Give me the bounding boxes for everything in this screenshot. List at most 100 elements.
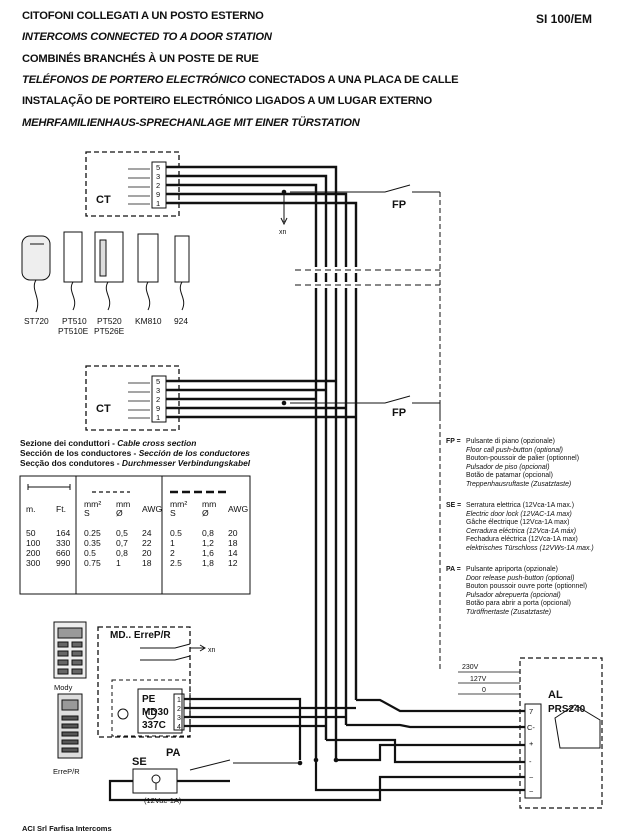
cable-heading-fr: Sección de los conductores - [20,448,139,458]
cable-heading-pt: Secção dos condutores - [20,458,122,468]
cable-heading-es: Sección de los conductores [138,448,250,458]
legend-pa-en: Door release push-button (optional) [466,574,575,582]
terminal-bottom-9: 9 [156,404,160,413]
ct-label-top: CT [96,194,111,206]
cable-table-border [19,475,251,595]
header-ft: Ft. [56,504,67,514]
cable-table-header: m. Ft. mm² S mm Ø AWG mm² S mm Ø AWG [24,500,254,518]
fp-label-top: FP [392,199,406,211]
title-es-italic: TELÉFONOS DE PORTERO ELECTRÓNICO [22,74,246,86]
pe-terminal-3: 3 [177,715,181,722]
header-m: m. [26,504,36,514]
al-voltage-127: 127V [470,676,487,683]
header-s2: mm² S [170,499,188,518]
phone-924-icon [174,235,190,311]
al-model: PRS240 [548,704,586,715]
terminal-bottom-3: 3 [156,386,160,395]
phone-label-pt520: PT520 [97,316,122,326]
phone-label-pt510e: PT510E [58,326,89,336]
title-es-plain: CONECTADOS A UNA PLACA DE CALLE [248,74,459,86]
power-supply-box [519,657,603,809]
cell: 24 [142,528,152,538]
cell: 50 [26,528,36,538]
al-terminal-c: C- [527,723,535,732]
cell: 20 [228,528,238,538]
legend-fp-en: Floor call push-button (optional) [466,446,563,454]
mody-panel-icon [53,621,87,679]
legend-fp: FP = Pulsante di piano (opzionale) Floor … [446,438,579,490]
cell: 2 [170,548,175,558]
phone-pt520-icon [94,231,124,311]
terminal-bottom-1: 1 [156,413,160,422]
cell: 200 [26,548,41,558]
legend-pa-key: PA = [446,566,461,573]
legend-se-it: Serratura elettrica (12Vca-1A max.) [466,502,574,509]
legend-se-fr: Gâche électrique (12Vca-1A max) [466,519,570,527]
cell: 22 [142,538,152,548]
se-spec: (12Vac-1A) [144,796,182,805]
pa-label: PA [166,747,181,759]
phone-st720-icon [21,235,51,313]
cell: 1 [170,538,175,548]
legend-fp-pt: Botão de patamar (opcional) [466,472,553,480]
title-es: TELÉFONOS DE PORTERO ELECTRÓNICO CONECTA… [22,74,459,86]
header-awg1: AWG [142,504,163,514]
cell: 0.35 [84,538,101,548]
legend-fp-key: FP = [446,438,461,445]
al-terminal-ac1: ~ [529,773,534,782]
pe-model-md30: MD30 [142,707,169,718]
title-en: INTERCOMS CONNECTED TO A DOOR STATION [22,31,272,43]
cable-heading-de: Durchmesser Verbindungskabel [121,458,251,468]
legend-fp-fr: Bouton-poussoir de palier (optionnel) [466,455,579,463]
legend-se-pt: Fechadura eléctrica (12Vca-1A max) [466,536,578,544]
legend-se-es: Cerradura eléctrica (12Vca-1A máx) [466,527,577,535]
cell: 0.75 [84,558,101,568]
pe-model-337c: 337C [142,720,166,731]
cell: 0,7 [116,538,128,548]
cell: 0,8 [116,548,128,558]
cell: 1,8 [202,558,214,568]
phone-icons [21,231,190,313]
xn-label-top: xn [279,229,287,236]
legend-pa-it: Pulsante apriporta (opzionale) [466,566,558,573]
phone-km810-icon [137,233,159,311]
phone-label-924: 924 [174,316,188,326]
cell: 300 [26,558,41,568]
phone-label-pt510: PT510 [62,316,87,326]
cell: 660 [56,548,71,558]
pe-terminal-1: 1 [177,697,181,704]
legend-pa-es: Pulsador abrepuerta (opcional) [466,591,561,599]
al-terminal-plus: + [529,739,534,748]
header-d2: mm Ø [202,499,217,518]
cell: 18 [228,538,238,548]
title-de: MEHRFAMILIENHAUS-SPRECHANLAGE MIT EINER … [22,117,360,129]
legend-fp-it: Pulsante di piano (opzionale) [466,438,555,445]
al-voltage-0: 0 [482,687,486,694]
document-ref: SI 100/EM [535,12,592,26]
al-terminal-ac2: ~ [529,787,534,796]
legend-se-key: SE = [446,502,462,509]
cell: 1,6 [202,548,214,558]
cell: 330 [56,538,71,548]
al-terminal-minus: - [529,757,532,766]
cell: 100 [26,538,41,548]
title-it: CITOFONI COLLEGATI A UN POSTO ESTERNO [22,10,264,22]
phone-label-st720: ST720 [24,316,49,326]
al-terminal-7: 7 [529,707,533,716]
cell: 1 [116,558,121,568]
mody-label: Mody [54,683,73,692]
cell: 0.25 [84,528,101,538]
ct-label-bottom: CT [96,403,111,415]
cell: 20 [142,548,152,558]
xn-label-md: xn [208,647,216,654]
cell: 18 [142,558,152,568]
cell: 14 [228,548,238,558]
errep-label: ErreP/R [53,767,80,776]
pe-terminal-2: 2 [177,706,181,713]
fp-label-bottom: FP [392,407,406,419]
cell: 164 [56,528,71,538]
legend-se-en: Electric door lock (12VAC-1A max) [466,510,572,518]
